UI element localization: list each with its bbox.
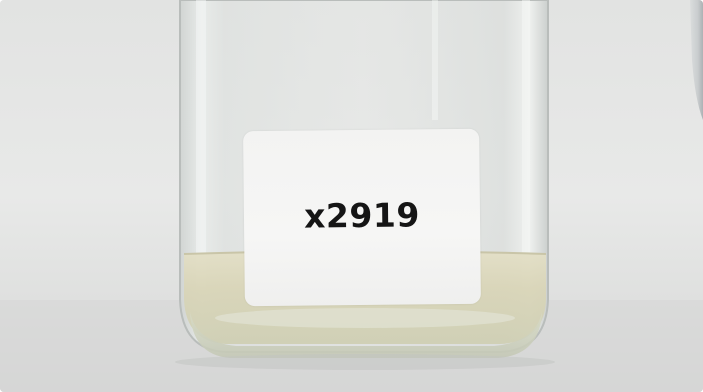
jar-label: x2919 <box>243 128 481 307</box>
base-reflection <box>215 308 515 328</box>
glass-highlight-right <box>522 0 530 290</box>
label-text: x2919 <box>303 195 420 236</box>
glass-highlight-center <box>432 0 438 120</box>
side-jar-edge <box>690 0 703 120</box>
jar-shadow <box>175 354 555 370</box>
jar-base <box>190 312 542 358</box>
glass-highlight-left <box>196 0 206 290</box>
